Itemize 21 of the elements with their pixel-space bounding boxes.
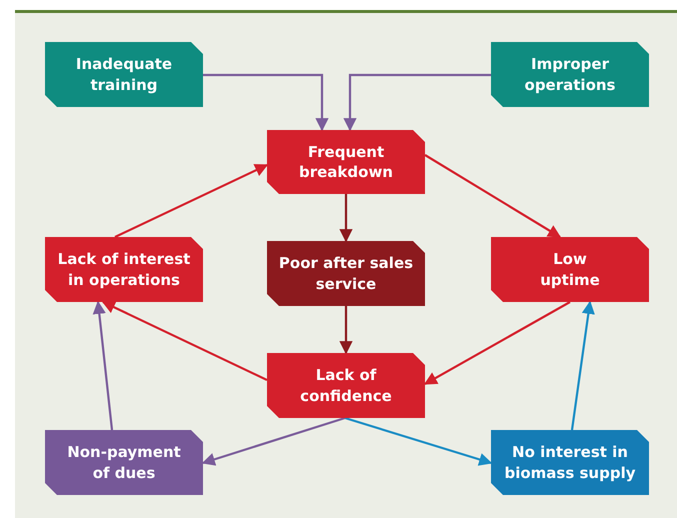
arrow	[570, 300, 595, 430]
arrow	[203, 74, 329, 132]
arrow	[202, 416, 346, 466]
arrow	[424, 301, 571, 385]
process-box: Poor after sales service	[267, 241, 425, 306]
arrow	[102, 301, 268, 381]
arrow	[114, 164, 268, 238]
arrow	[344, 416, 492, 466]
process-box: Frequent breakdown	[267, 130, 425, 194]
arrow	[424, 154, 562, 238]
process-box: Lack of confidence	[267, 353, 425, 418]
arrow	[339, 194, 353, 242]
arrow	[339, 306, 353, 354]
process-box: Inadequate training	[45, 42, 203, 107]
process-box: Low uptime	[491, 237, 649, 302]
process-box: Lack of interest in operations	[45, 237, 203, 302]
arrow	[343, 74, 491, 132]
process-box: No interest in biomass supply	[491, 430, 649, 495]
process-box: Non-payment of dues	[45, 430, 203, 495]
process-box: Improper operations	[491, 42, 649, 107]
arrow	[92, 300, 114, 430]
